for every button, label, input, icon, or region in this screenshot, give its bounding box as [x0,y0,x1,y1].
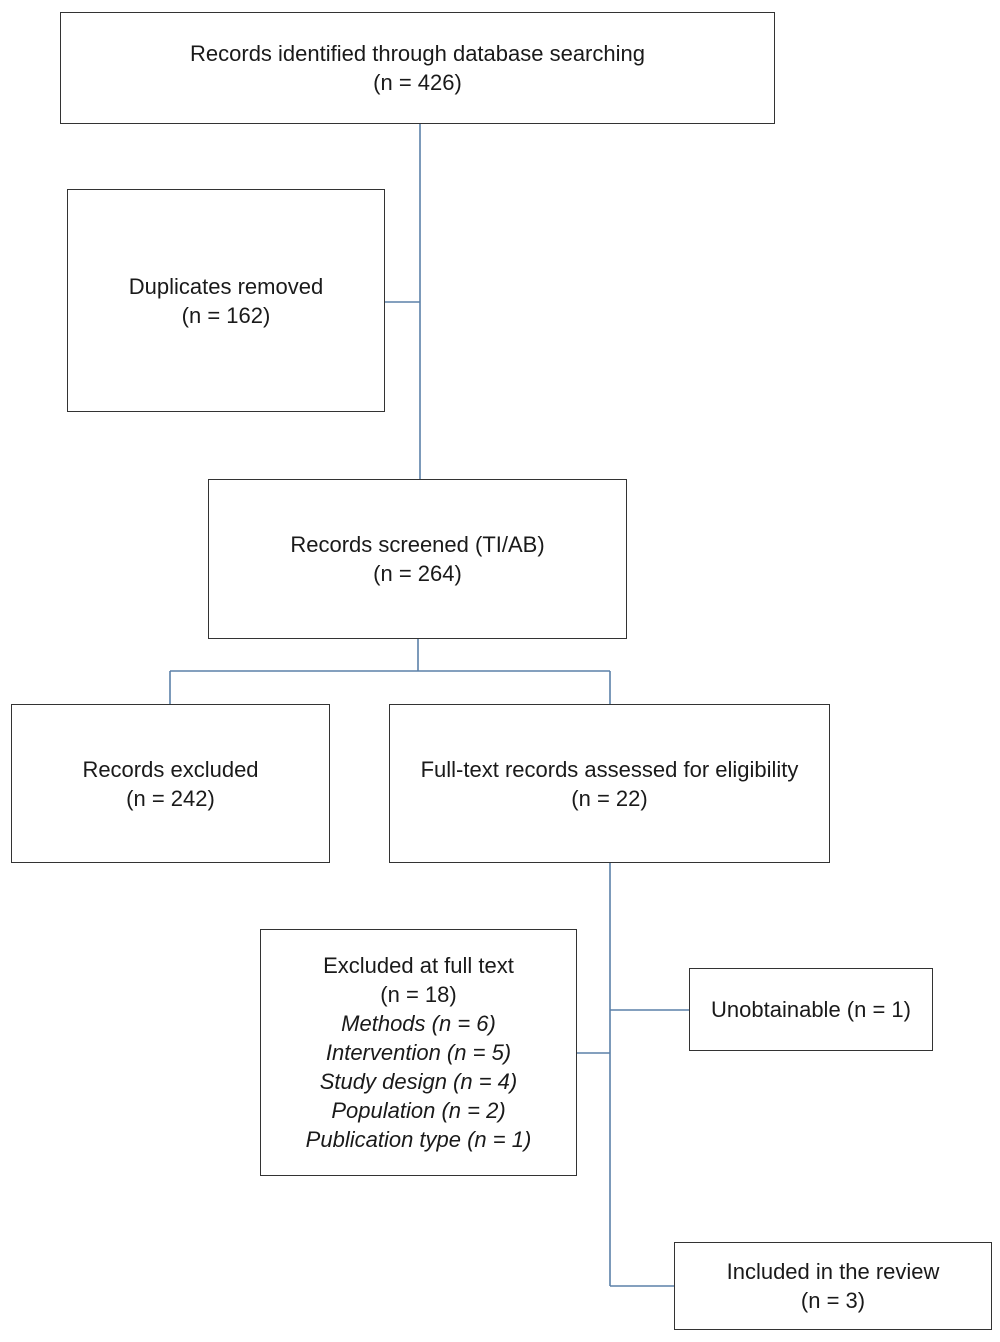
duplicates-removed-label: Duplicates removed [128,273,324,299]
duplicates-removed-box: Duplicates removed (n = 162) [67,189,385,412]
records-screened-count: (n = 264) [373,561,462,586]
excluded-at-full-text-box: Excluded at full text (n = 18) Methods (… [260,929,577,1176]
exclusion-reason-intervention: Intervention (n = 5) [325,1040,512,1065]
full-text-assessed-count: (n = 22) [571,785,648,811]
excluded-at-full-text-label: Excluded at full text [323,953,514,978]
exclusion-reason-methods: Methods (n = 6) [341,1011,496,1036]
records-excluded-count: (n = 242) [126,785,215,811]
unobtainable-box: Unobtainable (n = 1) [689,968,933,1051]
records-excluded-box: Records excluded (n = 242) [11,704,330,863]
records-screened-label: Records screened (TI/AB) [290,532,545,557]
exclusion-reason-population: Population (n = 2) [331,1098,506,1123]
included-in-review-label: Included in the review [726,1259,940,1284]
exclusion-reason-study-design: Study design (n = 4) [319,1069,518,1094]
duplicates-removed-count: (n = 162) [181,302,271,328]
included-in-review-box: Included in the review (n = 3) [674,1242,992,1330]
records-identified-label: Records identified through database sear… [190,41,645,66]
full-text-assessed-label: Full-text records assessed for eligibili… [420,756,799,782]
unobtainable-label: Unobtainable (n = 1) [711,997,911,1022]
full-text-assessed-box: Full-text records assessed for eligibili… [389,704,830,863]
included-in-review-count: (n = 3) [800,1288,866,1313]
records-excluded-label: Records excluded [82,756,259,782]
excluded-at-full-text-count: (n = 18) [380,982,457,1007]
records-screened-box: Records screened (TI/AB) (n = 264) [208,479,627,639]
exclusion-reason-publication-type: Publication type (n = 1) [305,1127,532,1152]
records-identified-count: (n = 426) [373,70,462,95]
records-identified-box: Records identified through database sear… [60,12,775,124]
